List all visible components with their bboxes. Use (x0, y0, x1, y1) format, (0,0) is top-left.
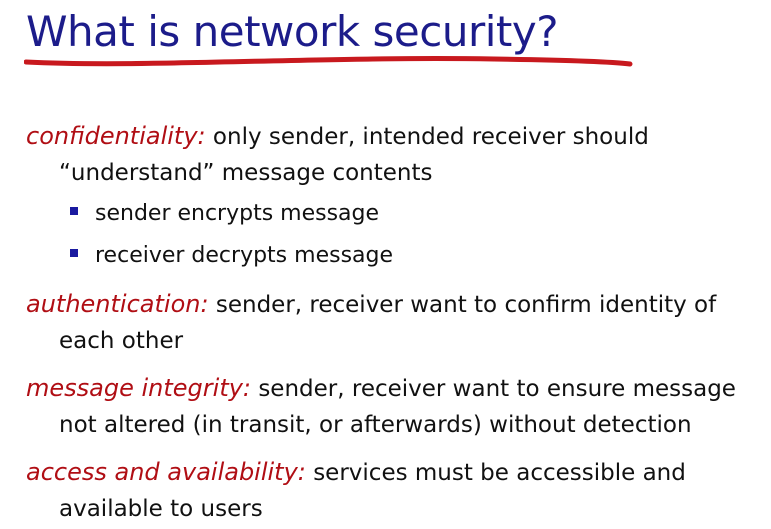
confidentiality-text: only sender, intended receiver should (205, 124, 649, 150)
confidentiality-term: confidentiality: (26, 122, 206, 150)
bullet-item: receiver decrypts message (70, 238, 393, 274)
integrity-text: sender, receiver want to ensure message (251, 376, 736, 402)
integrity-text-cont: not altered (in transit, or afterwards) … (59, 412, 692, 438)
bullet-item: sender encrypts message (70, 196, 379, 232)
authentication-text: sender, receiver want to confirm identit… (208, 292, 717, 318)
availability-term: access and availability: (26, 458, 306, 486)
integrity-term: message integrity: (26, 374, 252, 402)
confidentiality-text-cont: “understand” message contents (59, 160, 433, 186)
availability-text-cont: available to users (59, 496, 263, 522)
bullet-text: sender encrypts message (95, 201, 380, 226)
confidentiality-item: confidentiality: only sender, intended r… (26, 118, 649, 191)
authentication-term: authentication: (26, 290, 209, 318)
integrity-item: message integrity: sender, receiver want… (26, 370, 736, 443)
square-bullet-icon (70, 249, 78, 257)
authentication-text-cont: each other (59, 328, 184, 354)
authentication-item: authentication: sender, receiver want to… (26, 286, 716, 359)
availability-item: access and availability: services must b… (26, 454, 686, 527)
bullet-text: receiver decrypts message (95, 243, 394, 268)
title-underline (24, 56, 633, 67)
slide-title: What is network security? (26, 7, 559, 56)
square-bullet-icon (70, 207, 78, 215)
availability-text: services must be accessible and (305, 460, 686, 486)
